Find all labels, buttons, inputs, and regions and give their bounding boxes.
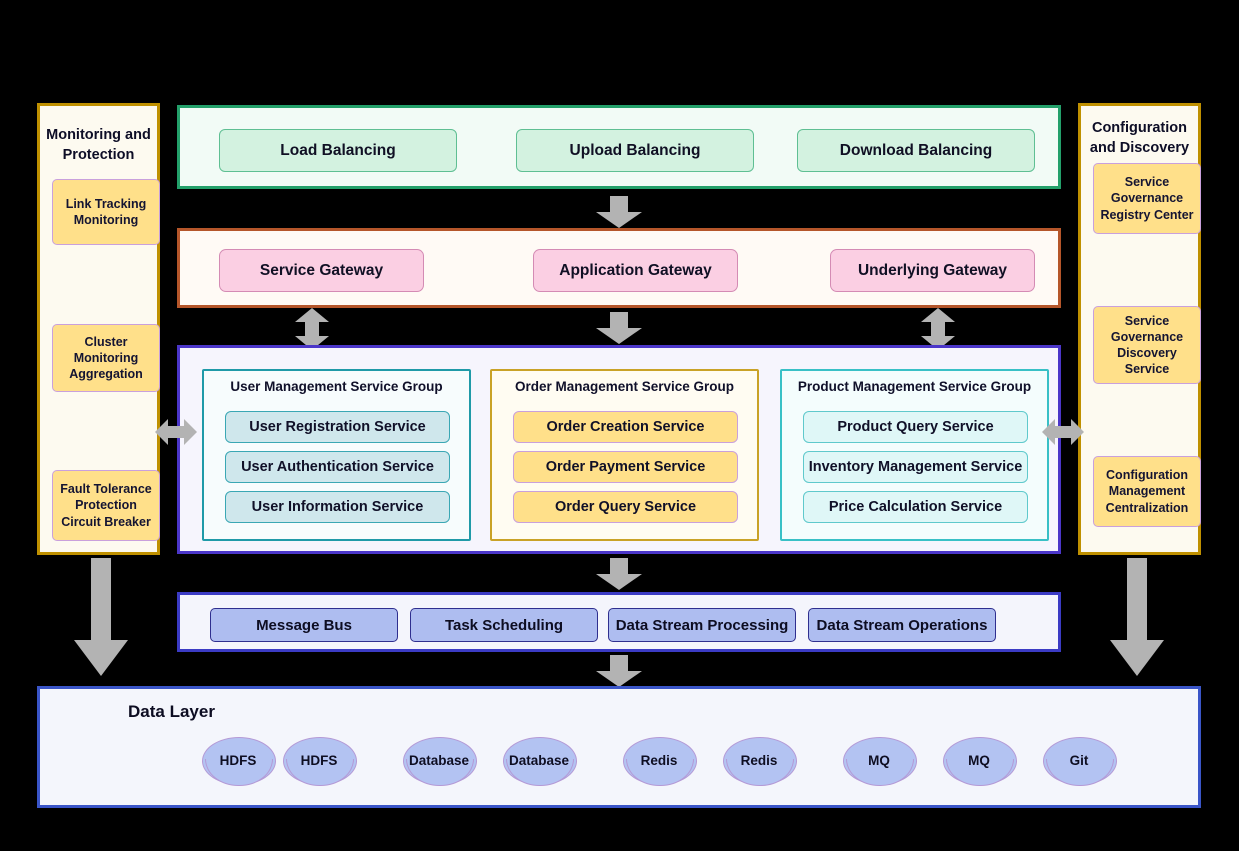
sidebar-item-label: Service Governance Registry Center: [1100, 175, 1194, 222]
service-user-registration[interactable]: User Registration Service: [225, 411, 450, 443]
right-sidebar-configuration-and-discovery: Configuration and Discovery Service Gove…: [1078, 103, 1201, 555]
arrow-down-gateway-to-services: [591, 312, 647, 344]
arrow-updown-gateway-services-left: [293, 308, 331, 350]
arrow-leftright-services-to-configuration: [1042, 415, 1084, 449]
data-store-mq-1[interactable]: MQ: [843, 737, 917, 787]
application-gateway-node[interactable]: Application Gateway: [533, 249, 738, 292]
data-store-label: HDFS: [219, 752, 257, 768]
balancing-layer: Load Balancing Upload Balancing Download…: [177, 105, 1061, 189]
sidebar-item-label: Fault Tolerance Protection Circuit Break…: [60, 482, 152, 529]
node-label: Upload Balancing: [569, 141, 701, 159]
gateway-layer: Service Gateway Application Gateway Unde…: [177, 228, 1061, 308]
data-store-label: Redis: [640, 752, 678, 768]
node-label: Data Stream Processing: [615, 616, 789, 634]
sidebar-item-service-governance-discovery-service[interactable]: Service Governance Discovery Service: [1093, 306, 1201, 384]
arrow-down-balancing-to-gateway: [591, 196, 647, 228]
sidebar-item-configuration-management-centralization[interactable]: Configuration Management Centralization: [1093, 456, 1201, 527]
data-store-label: MQ: [868, 752, 890, 768]
arrow-updown-gateway-services-right: [919, 308, 957, 350]
arrow-down-middleware-to-data-layer: [591, 655, 647, 687]
node-label: Download Balancing: [839, 141, 993, 159]
service-label: Order Creation Service: [546, 419, 705, 435]
service-label: User Registration Service: [249, 419, 426, 435]
data-store-database-1[interactable]: Database: [403, 737, 477, 787]
service-label: Order Payment Service: [545, 459, 706, 475]
upload-balancing-node[interactable]: Upload Balancing: [516, 129, 754, 172]
data-stream-processing-node[interactable]: Data Stream Processing: [608, 608, 796, 642]
data-store-label: Redis: [740, 752, 778, 768]
data-store-git[interactable]: Git: [1043, 737, 1117, 787]
data-store-label: HDFS: [300, 752, 338, 768]
service-group-title: User Management Service Group: [230, 379, 443, 394]
download-balancing-node[interactable]: Download Balancing: [797, 129, 1035, 172]
sidebar-item-label: Link Tracking Monitoring: [65, 196, 147, 227]
data-layer-title: Data Layer: [128, 702, 215, 721]
service-group-order-management: Order Management Service Group Order Cre…: [490, 369, 759, 541]
arrow-down-configuration-to-data-layer: [1108, 558, 1166, 676]
service-group-user-management: User Management Service Group User Regis…: [202, 369, 471, 541]
node-label: Message Bus: [256, 616, 352, 634]
sidebar-item-link-tracking-monitoring[interactable]: Link Tracking Monitoring: [52, 179, 160, 245]
data-store-hdfs-1[interactable]: HDFS: [202, 737, 276, 787]
service-user-authentication[interactable]: User Authentication Service: [225, 451, 450, 483]
service-group-title: Product Management Service Group: [797, 379, 1032, 394]
service-label: User Information Service: [251, 499, 424, 515]
left-sidebar-monitoring-and-protection: Monitoring and Protection Link Tracking …: [37, 103, 160, 555]
data-stream-operations-node[interactable]: Data Stream Operations: [808, 608, 996, 642]
data-store-hdfs-2[interactable]: HDFS: [283, 737, 357, 787]
service-label: User Authentication Service: [241, 459, 434, 475]
service-product-query[interactable]: Product Query Service: [803, 411, 1028, 443]
service-order-payment[interactable]: Order Payment Service: [513, 451, 738, 483]
service-label: Price Calculation Service: [828, 499, 1003, 515]
data-store-mq-2[interactable]: MQ: [943, 737, 1017, 787]
service-group-title: Order Management Service Group: [514, 379, 735, 394]
sidebar-item-label: Service Governance Discovery Service: [1110, 313, 1184, 377]
service-label: Inventory Management Service: [808, 459, 1023, 475]
arrow-down-services-to-middleware: [591, 558, 647, 590]
node-label: Data Stream Operations: [816, 616, 988, 634]
service-order-creation[interactable]: Order Creation Service: [513, 411, 738, 443]
data-store-label: Database: [408, 752, 470, 768]
data-store-database-2[interactable]: Database: [503, 737, 577, 787]
node-label: Load Balancing: [280, 141, 396, 159]
service-order-query[interactable]: Order Query Service: [513, 491, 738, 523]
node-label: Application Gateway: [559, 261, 712, 279]
service-group-product-management: Product Management Service Group Product…: [780, 369, 1049, 541]
service-label: Product Query Service: [837, 419, 994, 435]
data-store-label: Git: [1069, 752, 1089, 768]
node-label: Underlying Gateway: [857, 261, 1007, 279]
service-inventory-management[interactable]: Inventory Management Service: [803, 451, 1028, 483]
underlying-gateway-node[interactable]: Underlying Gateway: [830, 249, 1035, 292]
service-label: Order Query Service: [554, 499, 697, 515]
left-sidebar-title: Monitoring and Protection: [46, 127, 151, 163]
arrow-down-monitoring-to-data-layer: [72, 558, 130, 676]
service-layer: User Management Service Group User Regis…: [177, 345, 1061, 554]
middleware-layer: Message Bus Task Scheduling Data Stream …: [177, 592, 1061, 652]
node-label: Service Gateway: [259, 261, 384, 279]
load-balancing-node[interactable]: Load Balancing: [219, 129, 457, 172]
message-bus-node[interactable]: Message Bus: [210, 608, 398, 642]
sidebar-item-fault-tolerance-protection-circuit-breaker[interactable]: Fault Tolerance Protection Circuit Break…: [52, 470, 160, 541]
data-layer: Data Layer HDFS HDFS Database Database R…: [37, 686, 1201, 808]
sidebar-item-cluster-monitoring-aggregation[interactable]: Cluster Monitoring Aggregation: [52, 324, 160, 392]
right-sidebar-title: Configuration and Discovery: [1089, 120, 1190, 156]
data-store-label: MQ: [968, 752, 990, 768]
sidebar-item-service-governance-registry-center[interactable]: Service Governance Registry Center: [1093, 163, 1201, 234]
data-store-redis-2[interactable]: Redis: [723, 737, 797, 787]
sidebar-item-label: Cluster Monitoring Aggregation: [69, 334, 143, 382]
service-gateway-node[interactable]: Service Gateway: [219, 249, 424, 292]
sidebar-item-label: Configuration Management Centralization: [1105, 468, 1189, 515]
service-user-information[interactable]: User Information Service: [225, 491, 450, 523]
service-price-calculation[interactable]: Price Calculation Service: [803, 491, 1028, 523]
data-store-label: Database: [508, 752, 570, 768]
data-store-redis-1[interactable]: Redis: [623, 737, 697, 787]
node-label: Task Scheduling: [444, 616, 564, 634]
task-scheduling-node[interactable]: Task Scheduling: [410, 608, 598, 642]
arrow-leftright-monitoring-to-services: [155, 415, 197, 449]
